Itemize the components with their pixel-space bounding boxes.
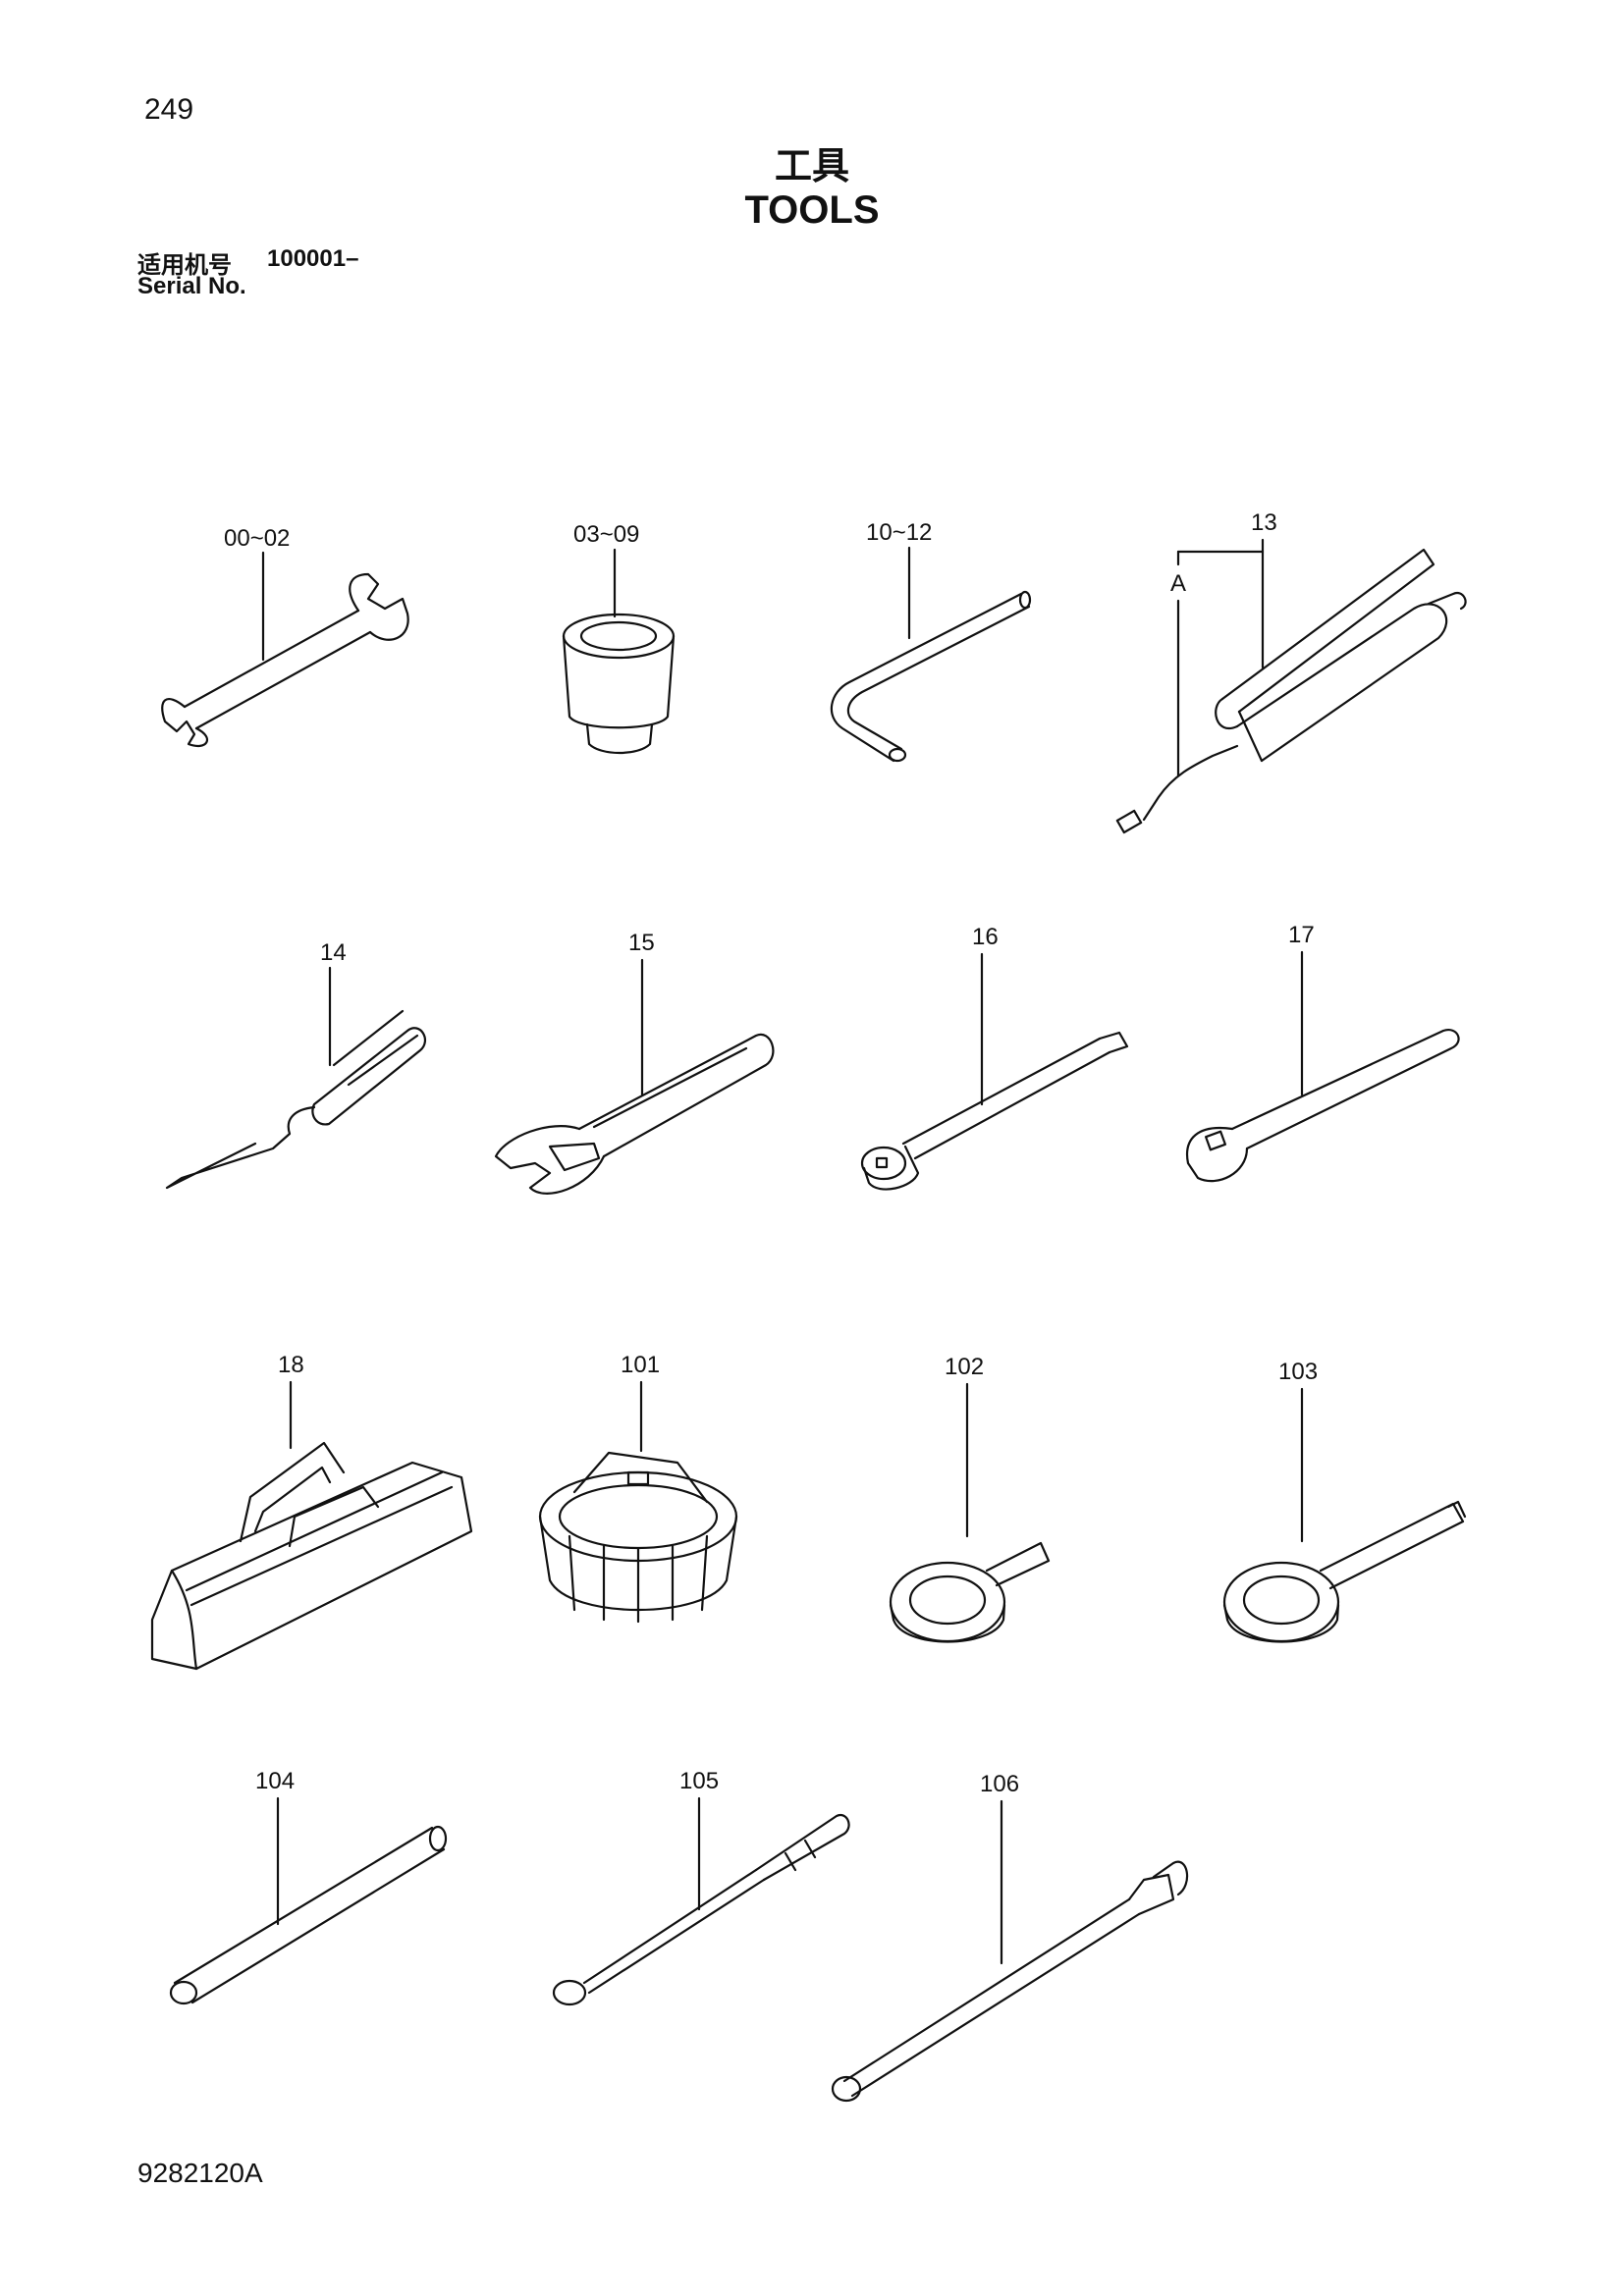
- tool-17-ratchet-handle: 17: [1186, 922, 1460, 1183]
- tool-16-extension-bar: 16: [860, 924, 1129, 1191]
- callout-103: 103: [1278, 1359, 1318, 1385]
- tool-106-handle-bar: 106: [831, 1771, 1189, 2103]
- callout-17: 17: [1288, 922, 1315, 948]
- document-code: 9282120A: [137, 2158, 263, 2188]
- callout-16: 16: [972, 924, 999, 950]
- tool-03-09-socket: 03~09: [562, 521, 676, 754]
- page-title-chinese: 工具: [774, 144, 849, 187]
- callout-13: 13: [1251, 509, 1277, 536]
- callout-105: 105: [679, 1768, 719, 1794]
- tool-00-02-open-end-wrench: 00~02: [161, 525, 409, 747]
- callout-102: 102: [945, 1354, 984, 1380]
- serial-number-value: 100001–: [267, 245, 359, 272]
- page-number: 249: [144, 93, 194, 126]
- serial-label-chinese: 适用机号: [137, 251, 232, 279]
- callout-13-a: A: [1170, 570, 1186, 597]
- tool-101-filter-wrench: 101: [538, 1352, 738, 1624]
- callout-18: 18: [278, 1352, 304, 1378]
- tool-103-ring-spanner: 103: [1222, 1359, 1467, 1643]
- callout-106: 106: [980, 1771, 1019, 1797]
- callout-03-09: 03~09: [573, 521, 639, 548]
- tool-14-screwdriver: 14: [165, 939, 426, 1190]
- tool-105-socket-driver: 105: [552, 1768, 850, 2006]
- callout-14: 14: [320, 939, 347, 966]
- tool-15-adjustable-wrench: 15: [494, 930, 775, 1195]
- callout-10-12: 10~12: [866, 519, 932, 546]
- tool-10-12-hex-key: 10~12: [830, 519, 1032, 763]
- tool-13-grease-gun: 13 A: [1115, 509, 1467, 834]
- callout-104: 104: [255, 1768, 295, 1794]
- callout-00-02: 00~02: [224, 525, 290, 552]
- serial-label: Serial No.: [137, 273, 246, 299]
- tool-104-pipe: 104: [169, 1768, 448, 2005]
- tool-18-tool-bag: 18: [150, 1352, 473, 1671]
- callout-101: 101: [621, 1352, 660, 1378]
- tool-102-ring-spanner: 102: [889, 1354, 1051, 1643]
- callout-15: 15: [628, 930, 655, 956]
- page-title: TOOLS: [744, 188, 880, 232]
